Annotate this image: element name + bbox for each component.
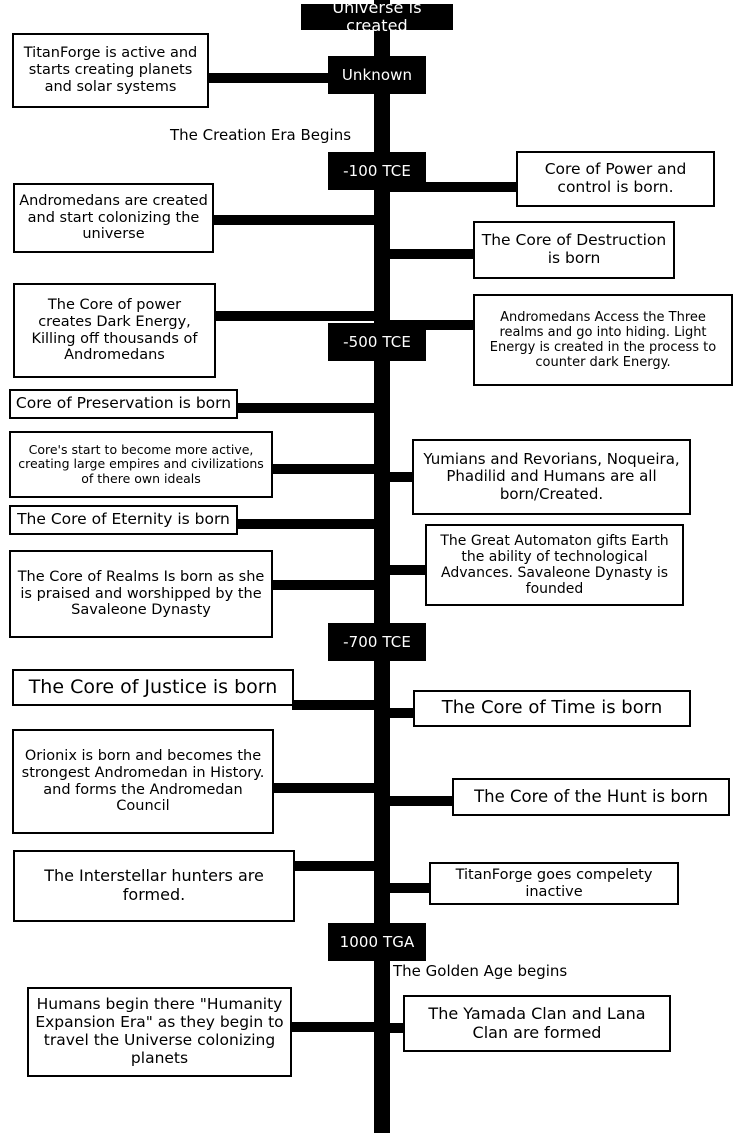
- connector-left-10: [294, 861, 380, 871]
- connector-right-4: [384, 472, 414, 482]
- marker-label: Unknown: [341, 65, 413, 84]
- event-box-yamada-lana-clan[interactable]: The Yamada Clan and Lana Clan are formed: [403, 995, 671, 1052]
- event-box-core-preservation[interactable]: Core of Preservation is born: [9, 389, 238, 419]
- event-box-great-automaton[interactable]: The Great Automaton gifts Earth the abil…: [425, 524, 684, 606]
- marker-500-tce[interactable]: -500 TCE: [328, 323, 426, 361]
- event-box-titanforge-active[interactable]: TitanForge is active and starts creating…: [12, 33, 209, 108]
- event-box-core-time[interactable]: The Core of Time is born: [413, 690, 691, 727]
- connector-right-9: [384, 1023, 404, 1033]
- marker-universe-created[interactable]: Universe is created: [301, 0, 453, 34]
- connector-left-7: [272, 580, 380, 590]
- era-label-golden-age: The Golden Age begins: [393, 962, 568, 980]
- connector-left-2: [213, 215, 380, 225]
- connector-right-6: [384, 708, 414, 718]
- marker-label: 1000 TGA: [339, 932, 415, 951]
- connector-left-1: [208, 73, 380, 83]
- marker-unknown[interactable]: Unknown: [328, 56, 426, 94]
- marker-100-tce[interactable]: -100 TCE: [328, 152, 426, 190]
- event-box-core-power-control[interactable]: Core of Power and control is born.: [516, 151, 715, 207]
- event-box-dark-energy[interactable]: The Core of power creates Dark Energy, K…: [13, 283, 216, 378]
- marker-label: Universe is created: [332, 0, 422, 35]
- connector-left-3: [215, 311, 380, 321]
- connector-left-11: [292, 1022, 380, 1032]
- connector-left-4: [237, 403, 380, 413]
- event-box-andromedans-three-realms[interactable]: Andromedans Access the Three realms and …: [473, 294, 733, 386]
- event-box-core-eternity[interactable]: The Core of Eternity is born: [9, 505, 238, 535]
- connector-left-6: [237, 519, 380, 529]
- connector-right-2: [384, 249, 474, 259]
- timeline-spine: [374, 0, 390, 1133]
- connector-right-3: [384, 320, 474, 330]
- event-box-races-born[interactable]: Yumians and Revorians, Noqueira, Phadili…: [412, 439, 691, 515]
- event-box-core-hunt[interactable]: The Core of the Hunt is born: [452, 778, 730, 816]
- connector-right-7: [384, 796, 452, 806]
- event-box-core-justice[interactable]: The Core of Justice is born: [12, 669, 294, 706]
- connector-left-8: [292, 700, 380, 710]
- connector-right-8: [384, 883, 430, 893]
- connector-right-1: [384, 182, 518, 192]
- event-box-core-destruction[interactable]: The Core of Destruction is born: [473, 221, 675, 279]
- event-box-humanity-expansion[interactable]: Humans begin there "Humanity Expansion E…: [27, 987, 292, 1077]
- marker-label: -700 TCE: [343, 632, 411, 651]
- era-label-creation: The Creation Era Begins: [170, 126, 352, 144]
- event-box-titanforge-inactive[interactable]: TitanForge goes compelety inactive: [429, 862, 679, 905]
- marker-label: -100 TCE: [343, 161, 411, 180]
- event-box-core-realms[interactable]: The Core of Realms Is born as she is pra…: [9, 550, 273, 638]
- event-box-cores-become-active[interactable]: Core's start to become more active, crea…: [9, 431, 273, 498]
- event-box-andromedans-created[interactable]: Andromedans are created and start coloni…: [13, 183, 214, 253]
- event-box-orionix[interactable]: Orionix is born and becomes the stronges…: [12, 729, 274, 834]
- connector-left-9: [272, 783, 380, 793]
- marker-700-tce[interactable]: -700 TCE: [328, 623, 426, 661]
- connector-right-5: [384, 565, 426, 575]
- event-box-interstellar-hunters[interactable]: The Interstellar hunters are formed.: [13, 850, 295, 922]
- connector-left-5: [272, 464, 380, 474]
- marker-label: -500 TCE: [343, 332, 411, 351]
- marker-1000-tga[interactable]: 1000 TGA: [328, 923, 426, 961]
